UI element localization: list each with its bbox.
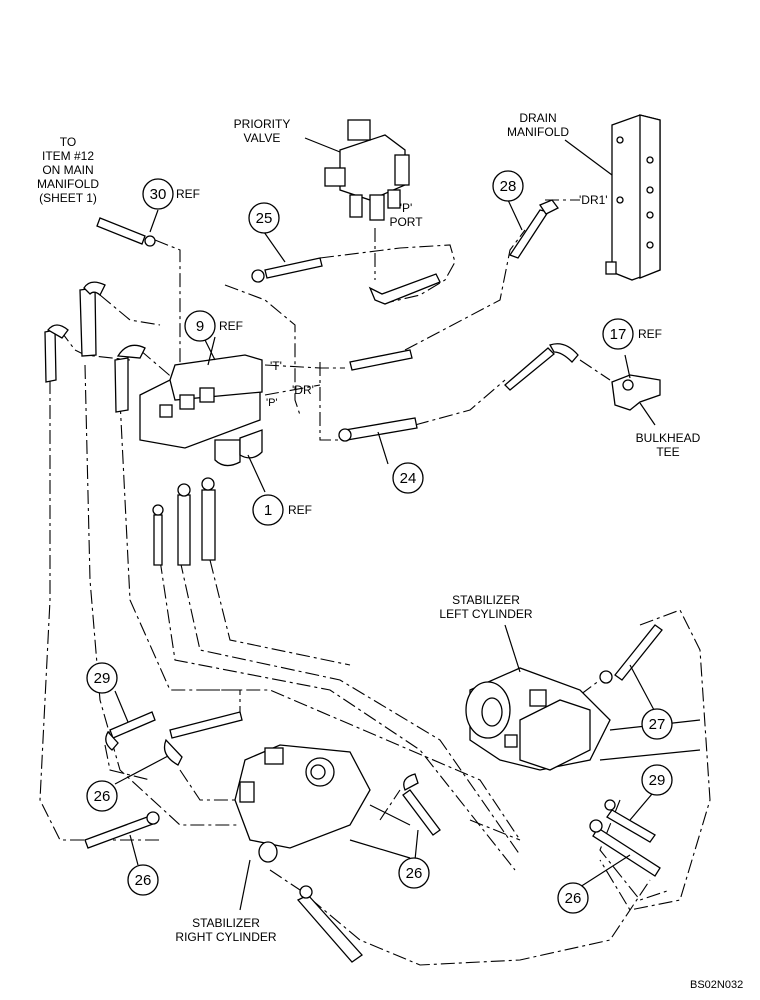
callout-27-number: 27: [649, 716, 666, 733]
callout-30: 30 REF: [142, 178, 200, 210]
callout-1: 1 REF: [252, 494, 312, 526]
hose-fittings: [44, 199, 663, 963]
callout-29-left: 29: [86, 662, 118, 694]
callout-29-right: 29: [641, 764, 673, 796]
bulkhead-tee: [611, 354, 661, 426]
dr-port-label: 'DR': [292, 383, 314, 397]
callout-24-number: 24: [400, 470, 417, 487]
callout-30-number: 30: [150, 186, 167, 203]
callout-9-ref: REF: [219, 319, 243, 333]
callout-bubbles: 30 REF 25 28 9 REF 17 REF 24 1 REF: [86, 170, 673, 914]
drain-manifold-line-1: DRAIN: [519, 111, 556, 125]
callout-30-ref: REF: [176, 187, 200, 201]
priority-valve: [304, 119, 410, 221]
callout-1-ref: REF: [288, 503, 312, 517]
drain-manifold: [564, 114, 661, 281]
stab-right-line-1: STABILIZER: [192, 916, 260, 930]
routing-lines: [39, 199, 711, 966]
callout-17-ref: REF: [638, 327, 662, 341]
callout-26-right-number: 26: [565, 890, 582, 907]
callout-26-center: 26: [398, 857, 430, 889]
to-item-line-1: TO: [60, 135, 76, 149]
p-port-small-label: 'P': [266, 397, 278, 409]
stabilizer-right-cylinder: [234, 744, 411, 911]
stab-right-line-2: RIGHT CYLINDER: [175, 930, 276, 944]
callout-25-number: 25: [256, 210, 273, 227]
callout-9-number: 9: [196, 318, 204, 335]
bulkhead-tee-line-2: TEE: [656, 445, 679, 459]
callout-25: 25: [248, 202, 280, 234]
callout-26-left-number: 26: [94, 788, 111, 805]
priority-valve-line-1: PRIORITY: [234, 117, 291, 131]
to-item-line-3: ON MAIN: [42, 163, 93, 177]
text-labels: TO ITEM #12 ON MAIN MANIFOLD (SHEET 1) P…: [37, 111, 743, 991]
p-port-line-1: 'P': [400, 201, 413, 215]
control-valve-block: [139, 339, 266, 493]
callout-26-bottom-left-number: 26: [135, 872, 152, 889]
callout-26-center-number: 26: [406, 865, 423, 882]
dr1-label: 'DR1': [579, 193, 608, 207]
priority-valve-line-2: VALVE: [244, 131, 281, 145]
drain-manifold-line-2: MANIFOLD: [507, 125, 569, 139]
stabilizer-left-cylinder: [465, 624, 701, 771]
callout-28: 28: [492, 170, 524, 202]
stab-left-line-2: LEFT CYLINDER: [439, 607, 532, 621]
callout-24: 24: [392, 462, 424, 494]
callout-9: 9 REF: [184, 310, 243, 342]
to-item-line-2: ITEM #12: [42, 149, 94, 163]
callout-26-bottom-left: 26: [127, 864, 159, 896]
leader-lines: [114, 199, 655, 888]
stab-left-line-1: STABILIZER: [452, 593, 520, 607]
figure-code: BS02N032: [690, 979, 743, 991]
callout-26-right: 26: [557, 882, 589, 914]
callout-29-right-number: 29: [649, 772, 666, 789]
callout-29-left-number: 29: [94, 670, 111, 687]
callout-17: 17 REF: [602, 318, 662, 350]
callout-26-left: 26: [86, 780, 118, 812]
callout-27: 27: [641, 708, 673, 740]
callout-1-number: 1: [264, 502, 272, 519]
to-item-line-5: (SHEET 1): [39, 191, 97, 205]
to-item-line-4: MANIFOLD: [37, 177, 99, 191]
t-port-label: 'T': [270, 359, 282, 373]
callout-28-number: 28: [500, 178, 517, 195]
callout-17-number: 17: [610, 326, 627, 343]
p-port-line-2: PORT: [389, 215, 423, 229]
bulkhead-tee-line-1: BULKHEAD: [636, 431, 701, 445]
